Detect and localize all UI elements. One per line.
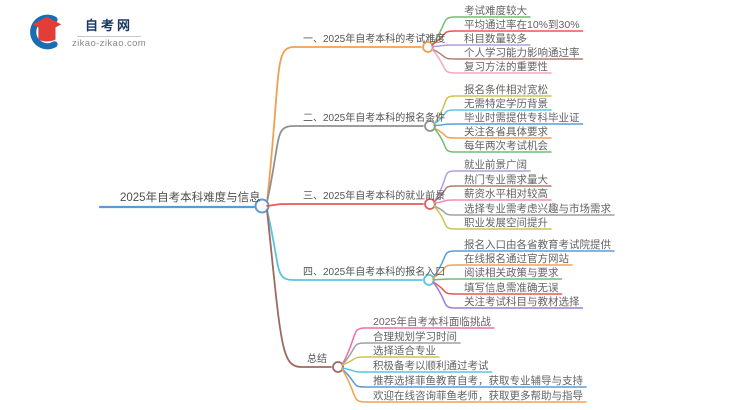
logo-divider <box>77 36 142 37</box>
logo-domain: zikao-zikao.com <box>72 38 147 49</box>
leaf-label: 科目数量较多 <box>464 33 527 45</box>
leaf-label: 欢迎在线咨询菲鱼老师，获取更多帮助与指导 <box>373 390 583 402</box>
central-topic: 2025年自考本科难度与信息 <box>120 192 261 204</box>
leaf-label: 复习方法的重要性 <box>464 61 548 73</box>
leaf-label: 选择专业需考虑兴趣与市场需求 <box>464 203 611 215</box>
leaf-label: 平均通过率在10%到30% <box>464 19 580 31</box>
branch-connector-line <box>266 209 332 368</box>
leaf-label: 关注各省具体要求 <box>464 126 548 138</box>
leaf-label: 积极备考以顺利通过考试 <box>373 360 489 372</box>
leaf-label: 阅读相关政策与要求 <box>464 267 559 279</box>
leaf-label: 毕业时需提供专科毕业证 <box>464 112 580 124</box>
leaf-label: 无需特定学历背景 <box>464 98 548 110</box>
logo-title: 自考网 <box>85 18 134 33</box>
leaf-label: 合理规划学习时间 <box>373 331 457 343</box>
leaf-label: 就业前景广阔 <box>464 159 527 171</box>
branch-title: 二、2025年自考本科的报名条件 <box>303 113 446 124</box>
leaf-label: 填写信息需准确无误 <box>464 282 559 294</box>
logo-icon <box>30 14 62 50</box>
branch-title: 一、2025年自考本科的考试难度 <box>303 34 446 45</box>
leaf-label: 报名条件相对宽松 <box>464 84 548 96</box>
leaf-label: 2025年自考本科面临挑战 <box>373 316 491 328</box>
leaf-label: 个人学习能力影响通过率 <box>464 47 580 59</box>
leaf-label: 报名入口由各省教育考试院提供 <box>464 239 611 251</box>
leaf-label: 职业发展空间提升 <box>464 217 548 229</box>
leaf-label: 热门专业需求量大 <box>464 174 548 186</box>
leaf-label: 关注考试科目与教材选择 <box>464 296 580 308</box>
branch-connector-line <box>266 203 424 207</box>
leaf-label: 选择适合专业 <box>373 345 436 357</box>
branch-title: 三、2025年自考本科的就业前景 <box>303 191 446 202</box>
branch-title: 总结 <box>307 354 327 365</box>
leaf-label: 推荐选择菲鱼教育自考，获取专业辅导与支持 <box>373 375 583 387</box>
leaf-label: 考试难度较大 <box>464 5 527 17</box>
branch-node-circle <box>332 361 344 373</box>
site-logo: 自考网 zikao-zikao.com <box>27 13 146 51</box>
branch-title: 四、2025年自考本科的报名入口 <box>303 267 446 278</box>
leaf-label: 每年两次考试机会 <box>464 140 548 152</box>
leaf-label: 薪资水平相对较高 <box>464 188 548 200</box>
leaf-label: 在线报名通过官方网站 <box>464 253 569 265</box>
